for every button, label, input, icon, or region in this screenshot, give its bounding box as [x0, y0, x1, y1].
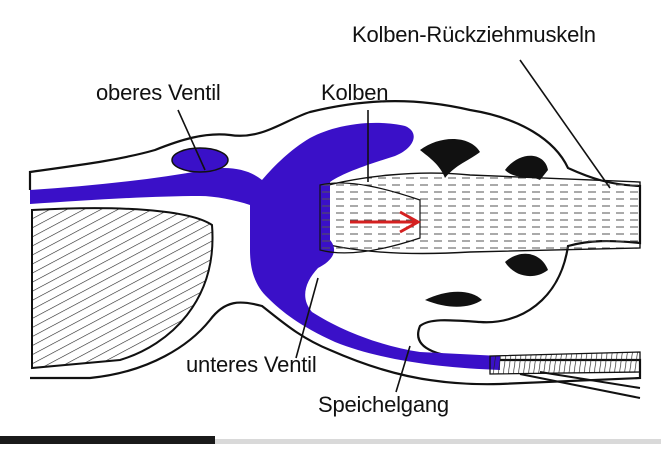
- label-lower-valve: unteres Ventil: [186, 352, 317, 378]
- salivary-duct-striped: [490, 352, 640, 374]
- label-upper-valve: oberes Ventil: [96, 80, 221, 106]
- bottom-bar-dark: [0, 436, 215, 444]
- label-piston: Kolben: [321, 80, 388, 106]
- label-retractor-muscles: Kolben-Rückziehmuskeln: [352, 22, 596, 48]
- image-bottom-bar: [0, 436, 661, 444]
- bottom-bar-light: [215, 439, 661, 444]
- label-salivary-duct: Speichelgang: [318, 392, 449, 418]
